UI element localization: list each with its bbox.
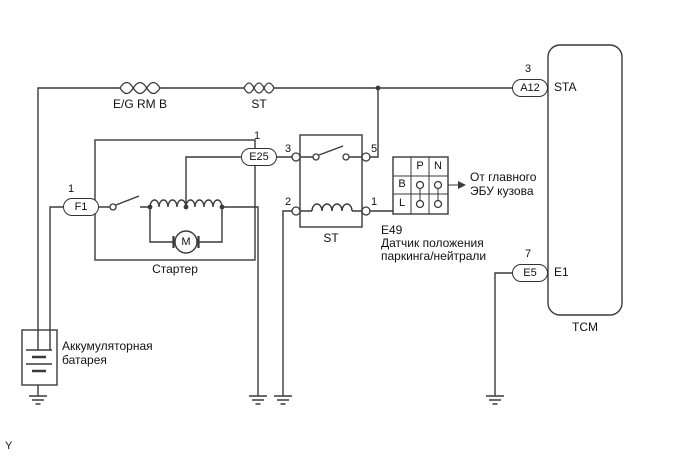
terminal-circles xyxy=(109,152,443,216)
battery-label-line1: Аккумуляторная xyxy=(62,339,153,353)
wire-battery-to-fuses xyxy=(37,87,514,330)
starter-switch-blade xyxy=(115,195,140,206)
wire-f1-to-battery xyxy=(49,206,63,330)
f1-pin-number: 1 xyxy=(67,183,75,195)
fuse-icon xyxy=(243,82,275,94)
component-boxes xyxy=(21,44,623,386)
motor-m-label: M xyxy=(181,236,191,248)
tcm-label: TCM xyxy=(572,320,598,334)
relay-pin3-number: 3 xyxy=(284,143,292,155)
junction-dot xyxy=(183,204,189,210)
pnp-row-b-label: B xyxy=(398,178,406,190)
st-relay-box xyxy=(299,134,363,228)
junction-dot xyxy=(219,204,225,210)
ground-icon xyxy=(486,395,504,405)
relay-switch-contact xyxy=(342,153,350,161)
pnp-col-p-label: P xyxy=(416,160,424,172)
pnp-desc-line2: паркинга/нейтрали xyxy=(381,249,487,263)
junction-dot xyxy=(375,85,381,91)
fusible-link-label: E/G RM B xyxy=(112,97,167,111)
relay-pin5-terminal xyxy=(361,152,371,162)
battery-short-plates xyxy=(32,355,46,373)
pnp-connector-name: E49 xyxy=(381,223,403,237)
relay-pin5-number: 5 xyxy=(370,143,378,155)
fusible-link-icon xyxy=(119,81,161,95)
wire-branch-to-relay-pin5 xyxy=(370,88,379,158)
e25-pin-number: 1 xyxy=(253,130,261,142)
wire-pin2-to-ground xyxy=(282,210,292,396)
starter-switch-contact xyxy=(109,203,117,211)
relay-pin1-number: 1 xyxy=(370,196,378,208)
relay-pin3-terminal xyxy=(291,152,301,162)
tcm-sta-label: STA xyxy=(554,80,577,94)
connector-f1: F1 xyxy=(63,198,99,216)
wire-e5-to-ground xyxy=(494,272,514,396)
pnp-grid-lines xyxy=(393,157,448,214)
relay-switch-blade xyxy=(318,145,344,156)
battery-box xyxy=(21,329,58,386)
tcm-box xyxy=(547,44,623,316)
pnp-contact-p-b xyxy=(415,180,425,190)
wires xyxy=(37,87,514,396)
battery-symbol xyxy=(26,349,52,373)
connector-a12: A12 xyxy=(512,79,548,97)
wire-battery-internal xyxy=(37,330,51,396)
pnp-note-line1: От главного xyxy=(470,170,537,184)
pnp-desc-line1: Датчик положения xyxy=(381,236,484,250)
battery-label-line2: батарея xyxy=(62,353,107,367)
ground-icon xyxy=(249,395,267,405)
coils xyxy=(149,199,353,212)
fuse-symbols xyxy=(119,81,275,95)
wire-motor-branch xyxy=(149,207,223,243)
switch-blades xyxy=(115,145,344,206)
connector-e5: E5 xyxy=(512,264,548,282)
motor-symbol xyxy=(172,230,200,254)
pnp-contact-n-b xyxy=(433,180,443,190)
pnp-note-line2: ЭБУ кузова xyxy=(470,184,534,198)
wire-relay-internal xyxy=(300,156,362,212)
fuse-st-label: ST xyxy=(251,97,267,111)
starter-pullin-coil xyxy=(149,199,187,208)
motor-circle-icon xyxy=(174,230,198,254)
wire-e25-into-starter xyxy=(185,156,241,207)
connector-e25: E25 xyxy=(241,148,277,166)
relay-switch-contact xyxy=(312,153,320,161)
relay-pin2-terminal xyxy=(291,206,301,216)
page-marker: Y xyxy=(5,440,13,452)
battery-long-plates xyxy=(26,349,52,365)
starter-holdin-coil xyxy=(185,199,223,208)
starter-label: Стартер xyxy=(152,262,198,276)
pnp-contact-n-l xyxy=(433,199,443,209)
relay-pin2-number: 2 xyxy=(284,196,292,208)
ground-symbols xyxy=(29,395,504,405)
fuse-icon xyxy=(243,82,275,94)
ground-icon xyxy=(274,395,292,405)
arrow-right-icon xyxy=(458,181,466,189)
wire-starter-coil-to-ground xyxy=(222,206,259,396)
motor-brushes xyxy=(172,236,200,248)
relay-label: ST xyxy=(323,231,339,245)
ground-icon xyxy=(29,395,47,405)
junction-dots xyxy=(147,85,381,210)
relay-pin1-terminal xyxy=(361,206,371,216)
junction-dot xyxy=(147,204,153,210)
fusible-link-icon xyxy=(119,81,161,95)
pnp-col-n-label: N xyxy=(434,160,442,172)
relay-coil xyxy=(311,203,353,212)
tcm-e1-label: E1 xyxy=(554,265,569,279)
a12-pin-number: 3 xyxy=(524,63,532,75)
e5-pin-number: 7 xyxy=(524,248,532,260)
pnp-row-l-label: L xyxy=(398,197,406,209)
pnp-contact-p-l xyxy=(415,199,425,209)
